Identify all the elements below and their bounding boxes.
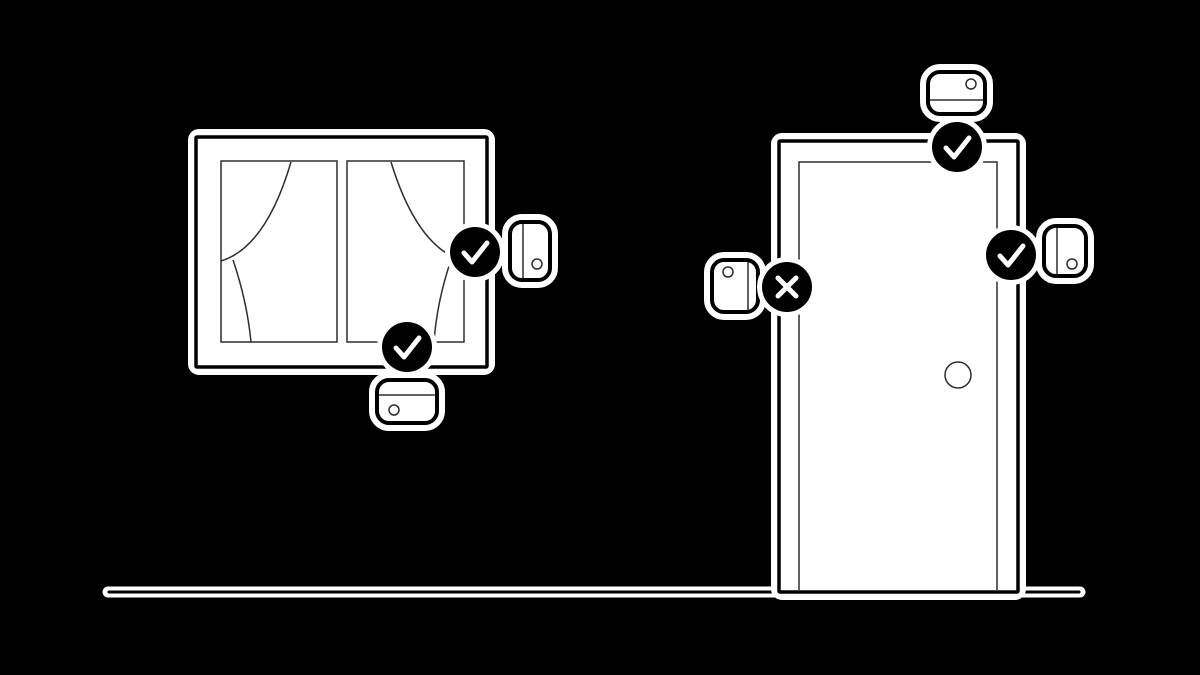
door-knob xyxy=(944,361,972,389)
sensor-led xyxy=(965,78,977,90)
sensor-window-side xyxy=(502,214,558,288)
check-icon xyxy=(943,135,972,160)
window-pane-left xyxy=(220,160,338,343)
sensor-led xyxy=(388,404,400,416)
x-icon xyxy=(775,275,799,299)
sensor-led xyxy=(1066,258,1078,270)
sensor-door-top xyxy=(920,64,993,122)
status-badge-window-side xyxy=(445,222,505,282)
sensor-window-bottom xyxy=(369,372,445,431)
window-with-curtains xyxy=(188,129,495,375)
door-frame xyxy=(777,139,1020,594)
sensor-door-hinge-side xyxy=(704,252,766,320)
check-icon xyxy=(393,335,422,360)
sensor-led xyxy=(531,258,543,270)
check-icon xyxy=(997,243,1026,268)
door-with-knob xyxy=(771,133,1026,600)
sensor-door-handle-side xyxy=(1036,218,1094,284)
door-slab xyxy=(798,161,998,590)
check-icon xyxy=(461,240,490,265)
status-badge-door-top xyxy=(927,117,987,177)
status-badge-door-hinge-side xyxy=(757,257,817,317)
sensor-led xyxy=(722,266,734,278)
status-badge-door-handle-side xyxy=(981,225,1041,285)
status-badge-window-bottom xyxy=(377,317,437,377)
